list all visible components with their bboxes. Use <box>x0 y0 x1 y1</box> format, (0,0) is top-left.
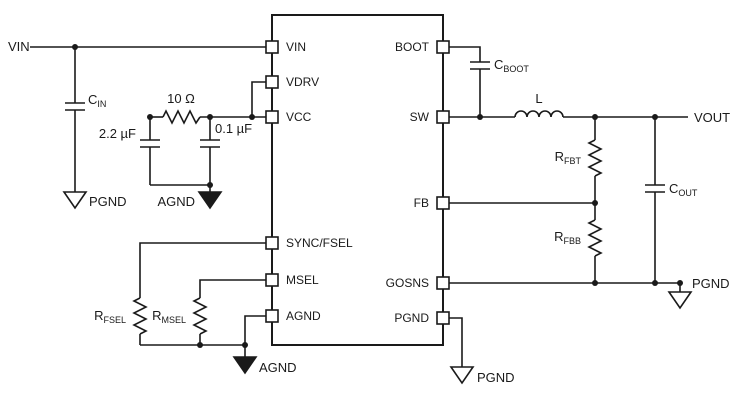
pgnd-ic-ground-icon <box>449 366 475 385</box>
cout-capacitor <box>645 117 665 283</box>
ic-outline <box>271 14 444 346</box>
junction-dot <box>477 114 483 120</box>
wire-gosns <box>449 282 681 292</box>
pin-vin <box>265 40 279 54</box>
junction-dot <box>242 342 248 348</box>
junction-dot <box>249 114 255 120</box>
junction-dot <box>592 200 598 206</box>
junction-dots <box>72 44 683 348</box>
pin-sw <box>436 110 450 124</box>
agnd-vcc-ground-icon <box>197 191 223 210</box>
ic-pin-labels: VIN VDRV VCC SYNC/FSEL MSEL AGND BOOT SW… <box>286 40 430 325</box>
junction-dot <box>592 114 598 120</box>
vcc-cap2-value: 0.1 µF <box>215 121 252 136</box>
cboot-capacitor <box>449 46 490 117</box>
inductor-label: L <box>535 91 542 106</box>
cboot-label: CBOOT <box>494 57 529 74</box>
rfbt-resistor <box>587 117 603 203</box>
junction-dot <box>207 182 213 188</box>
pin-gosns <box>436 276 450 290</box>
pin-label-pgnd: PGND <box>394 311 429 325</box>
pin-label-msel: MSEL <box>286 273 319 287</box>
vcc-cap1-capacitor <box>140 117 160 185</box>
pin-sync-fsel <box>265 236 279 250</box>
rfbb-resistor <box>587 203 603 283</box>
part-labels: CIN CBOOT COUT RFBT RFBB RFSEL RMSEL <box>88 57 698 325</box>
junction-dot <box>207 114 213 120</box>
ground-labels: PGND AGND AGND PGND PGND <box>89 194 730 385</box>
net-label-vin: VIN <box>8 39 30 54</box>
junction-dot <box>652 114 658 120</box>
pgnd-input-ground-icon <box>62 191 88 210</box>
pin-label-vcc: VCC <box>286 110 312 124</box>
vcc-filter-resistor-value: 10 Ω <box>167 91 195 106</box>
agnd-bottom-label: AGND <box>259 360 297 375</box>
pin-msel <box>265 273 279 287</box>
pin-vdrv <box>265 75 279 89</box>
cin-label: CIN <box>88 92 106 109</box>
pgnd-output-label: PGND <box>692 276 730 291</box>
wire-sync-fsel <box>139 242 266 298</box>
pin-label-agnd: AGND <box>286 309 321 323</box>
wire-bottom-rail <box>140 344 246 357</box>
junction-dot <box>677 280 683 286</box>
rfsel-label: RFSEL <box>94 308 126 325</box>
ic-pins <box>265 40 450 325</box>
pin-label-sync-fsel: SYNC/FSEL <box>286 236 353 250</box>
pin-label-vdrv: VDRV <box>286 75 319 89</box>
cin-capacitor <box>65 47 85 192</box>
pin-label-gosns: GOSNS <box>386 276 429 290</box>
rfbt-label: RFBT <box>555 149 582 166</box>
pgnd-output-ground-icon <box>667 291 693 310</box>
inductor <box>514 110 564 118</box>
pin-label-sw: SW <box>410 110 430 124</box>
wire-agnd-pin <box>244 315 266 345</box>
rmsel-resistor <box>192 297 208 345</box>
rfbb-label: RFBB <box>554 229 581 246</box>
junction-dot <box>652 280 658 286</box>
agnd-vcc-label: AGND <box>157 194 195 209</box>
ground-symbols <box>62 191 693 385</box>
pin-pgnd <box>436 311 450 325</box>
pin-vcc <box>265 110 279 124</box>
vcc-cap2-capacitor <box>200 117 220 185</box>
junction-dot <box>197 342 203 348</box>
rfsel-resistor <box>132 297 148 345</box>
pin-label-fb: FB <box>414 196 429 210</box>
vcc-cap1-value: 2.2 µF <box>99 126 136 141</box>
value-labels: 10 Ω 2.2 µF 0.1 µF L <box>99 91 543 141</box>
wire-pgnd-pin <box>449 317 463 367</box>
pin-label-vin: VIN <box>286 40 306 54</box>
cout-label: COUT <box>669 181 698 198</box>
vcc-filter-resistor <box>162 109 201 125</box>
pgnd-ic-label: PGND <box>477 370 515 385</box>
pin-boot <box>436 40 450 54</box>
pin-fb <box>436 196 450 210</box>
junction-dot <box>592 280 598 286</box>
net-labels: VIN VOUT <box>8 39 730 125</box>
wire-msel <box>199 279 266 298</box>
agnd-bottom-ground-icon <box>232 356 258 375</box>
wire-agnd-rail <box>150 184 211 192</box>
pin-agnd <box>265 309 279 323</box>
pgnd-input-label: PGND <box>89 194 127 209</box>
wire-vdrv <box>251 81 266 117</box>
net-label-vout: VOUT <box>694 110 730 125</box>
pin-label-boot: BOOT <box>395 40 430 54</box>
junction-dot <box>72 44 78 50</box>
rmsel-label: RMSEL <box>152 308 186 325</box>
junction-dot <box>147 114 153 120</box>
